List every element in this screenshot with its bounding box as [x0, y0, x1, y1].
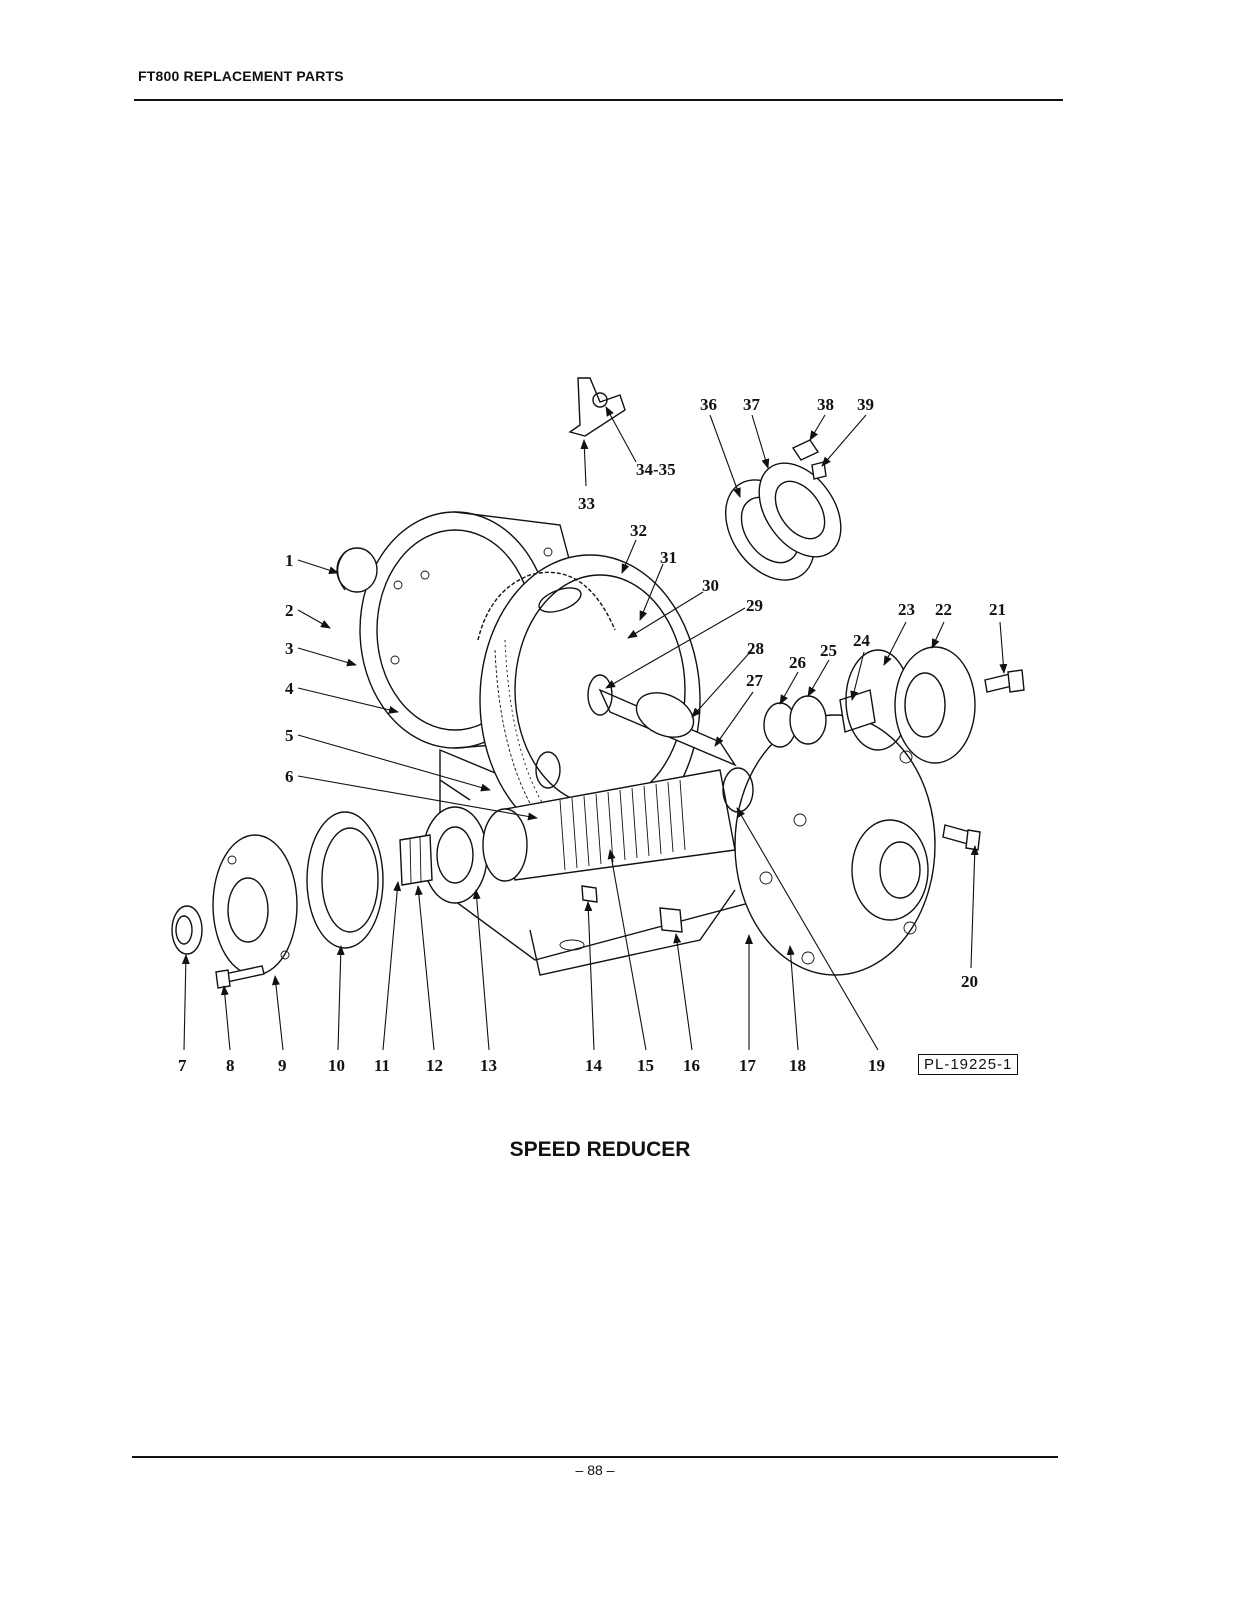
callout-16: 16 [683, 1056, 700, 1075]
callout-9: 9 [278, 1056, 287, 1075]
callout-18: 18 [789, 1056, 806, 1075]
end-cover-bolt [984, 669, 1025, 693]
callout-1: 1 [285, 551, 294, 570]
callout-15: 15 [637, 1056, 654, 1075]
output-cover [734, 714, 936, 976]
callout-13: 13 [480, 1056, 497, 1075]
callout-28: 28 [747, 639, 764, 658]
callout-6: 6 [285, 767, 294, 786]
callout-17: 17 [739, 1056, 757, 1075]
output-shaft [587, 674, 737, 767]
lock-nut [399, 834, 433, 886]
input-bearing-assembly [422, 806, 528, 904]
inspection-cover [758, 462, 842, 558]
callout-24: 24 [853, 631, 871, 650]
drain-plug [659, 907, 683, 933]
leader-lines [181, 406, 1008, 1051]
callout-20: 20 [961, 972, 978, 991]
callout-30: 30 [702, 576, 719, 595]
page-number: – 88 – [575, 1462, 615, 1478]
callout-33: 33 [578, 494, 595, 513]
input-cover [212, 834, 298, 976]
page-header-title: FT800 REPLACEMENT PARTS [138, 68, 344, 84]
callout-11: 11 [374, 1056, 390, 1075]
callout-labels: 1 2 3 4 5 6 7 8 9 10 11 12 13 14 15 16 1… [178, 395, 1006, 1075]
callout-37: 37 [743, 395, 761, 414]
plate-id-label: PL-19225-1 [918, 1054, 1019, 1075]
output-cover-bolt [942, 824, 981, 851]
callout-19: 19 [868, 1056, 885, 1075]
diagram-caption: SPEED REDUCER [509, 1138, 691, 1161]
callout-29: 29 [746, 596, 763, 615]
callout-22: 22 [935, 600, 952, 619]
callout-4: 4 [285, 679, 294, 698]
header-rule [134, 99, 1063, 101]
input-gasket [306, 811, 384, 949]
callout-5: 5 [285, 726, 294, 745]
gasket-gear-side [477, 571, 616, 641]
callout-10: 10 [328, 1056, 345, 1075]
callout-32: 32 [630, 521, 647, 540]
callout-23: 23 [898, 600, 915, 619]
callout-7: 7 [178, 1056, 187, 1075]
callout-27: 27 [746, 671, 764, 690]
callout-12: 12 [426, 1056, 443, 1075]
callout-21: 21 [989, 600, 1006, 619]
callout-14: 14 [585, 1056, 603, 1075]
callout-31: 31 [660, 548, 677, 567]
end-cover [894, 646, 976, 764]
callout-38: 38 [817, 395, 834, 414]
input-cover-bolt [215, 965, 265, 989]
vent-plug [581, 885, 598, 903]
callout-2: 2 [285, 601, 294, 620]
callout-34-35: 34-35 [636, 460, 676, 479]
back-plug [336, 547, 378, 593]
callout-26: 26 [789, 653, 806, 672]
callout-8: 8 [226, 1056, 235, 1075]
footer-rule [132, 1456, 1058, 1458]
callout-3: 3 [285, 639, 294, 658]
breather-bracket [568, 377, 626, 437]
callout-39: 39 [857, 395, 874, 414]
inspection-bolt [791, 439, 820, 461]
callout-36: 36 [700, 395, 717, 414]
callout-25: 25 [820, 641, 837, 660]
input-seal [171, 905, 203, 955]
